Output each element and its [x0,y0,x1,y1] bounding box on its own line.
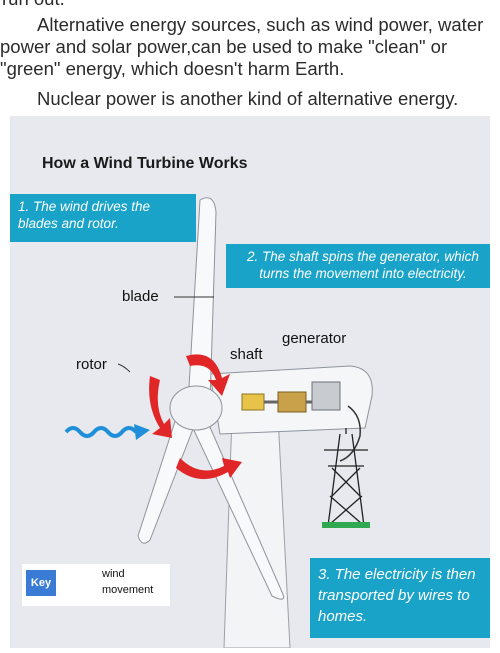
figure-title: How a Wind Turbine Works [42,155,248,172]
rotor-hub [169,385,223,431]
wind-turbine-diagram: How a Wind Turbine Works 1. The wind dri… [10,116,490,648]
paragraph-1-text: Alternative energy sources, such as wind… [0,14,484,79]
blade-top [187,197,217,405]
key-wind-label: wind [102,568,125,580]
shaft-coupling [241,393,265,411]
blade-right [189,417,285,600]
key-movement-label: movement [102,584,154,596]
callout-step-1: 1. The wind drives the blades and rotor. [10,194,196,242]
label-shaft: shaft [230,346,263,363]
label-generator: generator [282,330,347,347]
label-rotor: rotor [76,356,107,373]
cable [339,405,361,462]
rotor-leader [117,363,131,373]
paragraph-2: Nuclear power is another kind of alterna… [0,88,498,110]
grass [322,522,370,528]
label-blade: blade [122,288,159,305]
paragraph-2-text: Nuclear power is another kind of alterna… [37,88,459,109]
gearbox [277,391,307,413]
cut-line: run out. [2,0,65,10]
paragraph-1: Alternative energy sources, such as wind… [0,14,498,80]
key-legend: Key wind movement [22,564,170,606]
generator-box [311,381,341,411]
turbine-illustration [64,197,373,648]
blade-left [137,405,199,544]
key-labels: wind movement [102,568,153,596]
rotation-arrows [149,354,242,480]
callout-step-3: 3. The electricity is then transported b… [310,558,490,638]
wind-arrow [64,426,138,438]
tower [223,415,291,648]
pylon-icon [324,428,368,527]
callout-step-2: 2. The shaft spins the generator, which … [226,244,490,288]
key-tag: Key [26,570,56,596]
